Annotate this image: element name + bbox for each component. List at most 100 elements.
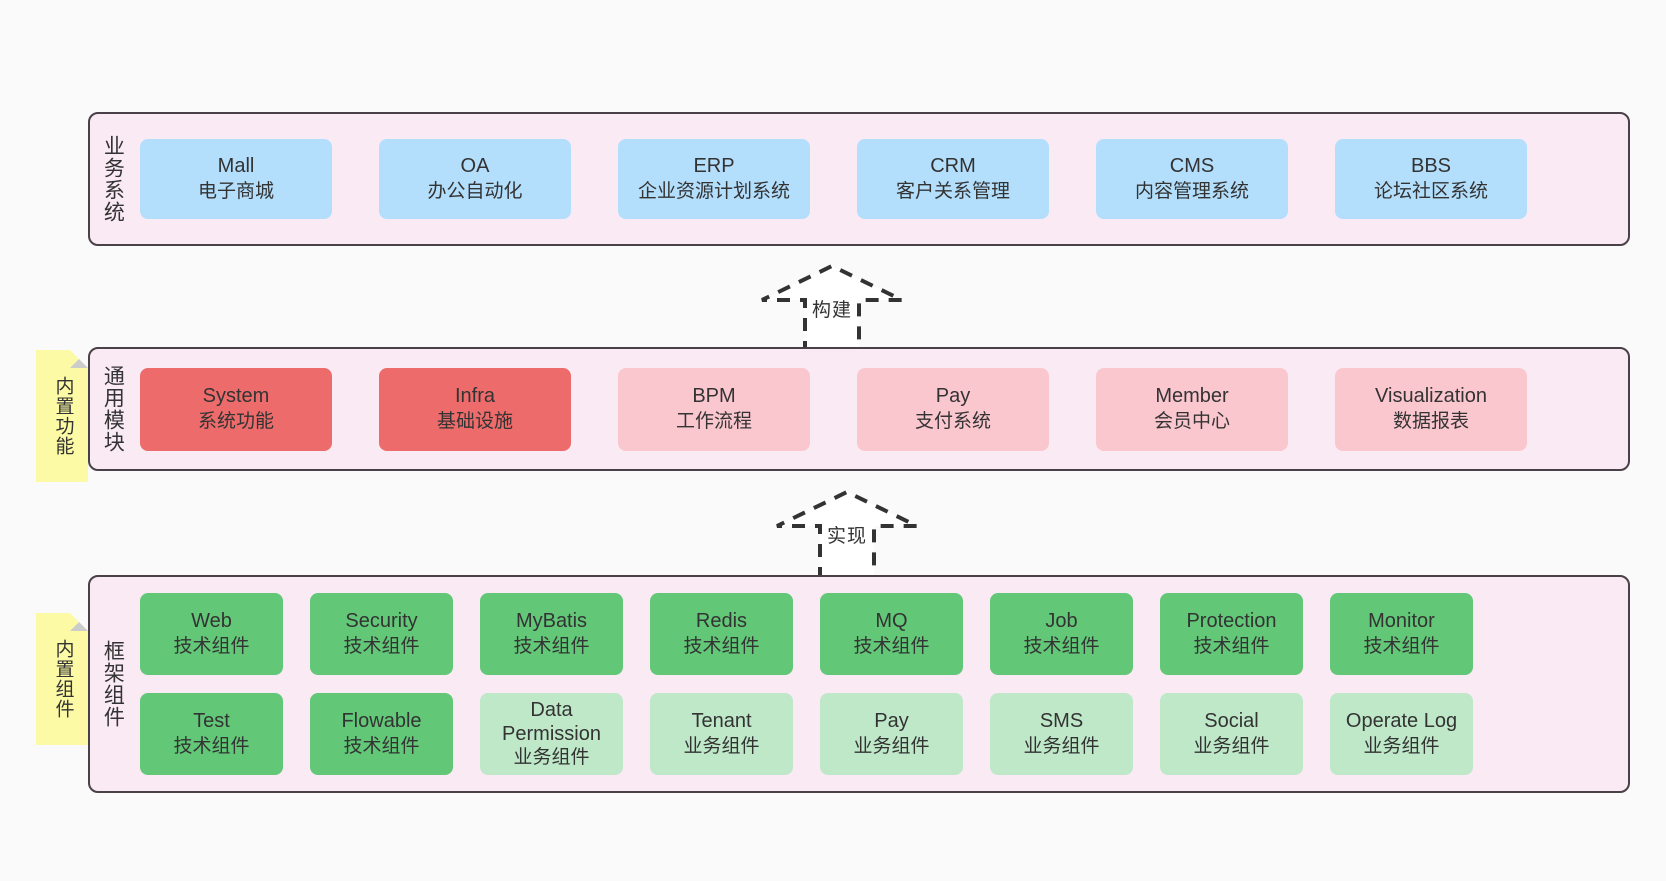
card-erp[interactable]: ERP 企业资源计划系统 — [618, 139, 810, 219]
card-title-en: System — [202, 385, 270, 408]
card-operate-log[interactable]: Operate Log 业务组件 — [1330, 693, 1473, 775]
card-title-cn: 工作流程 — [675, 410, 752, 432]
card-title-cn: 数据报表 — [1392, 410, 1469, 432]
arrow-build: 构建 — [757, 262, 907, 354]
card-pay[interactable]: Pay 支付系统 — [857, 367, 1049, 451]
card-title-cn: 技术组件 — [513, 635, 590, 657]
card-title-en: Mall — [217, 155, 255, 178]
card-security[interactable]: Security 技术组件 — [310, 593, 453, 675]
card-title-en: Member — [1155, 385, 1229, 408]
card-title-cn: 企业资源计划系统 — [637, 180, 790, 202]
card-title-en: CMS — [1169, 155, 1215, 178]
card-title-en: Operate Log — [1345, 710, 1458, 733]
card-title-cn: 基础设施 — [436, 410, 513, 432]
card-tenant[interactable]: Tenant 业务组件 — [650, 693, 793, 775]
card-row: System 系统功能 Infra 基础设施 BPM 工作流程 Pay 支付系统… — [140, 367, 1612, 451]
card-title-cn: 电子商城 — [197, 180, 274, 202]
card-title-cn: 支付系统 — [914, 410, 991, 432]
band-body-common-module: System 系统功能 Infra 基础设施 BPM 工作流程 Pay 支付系统… — [134, 349, 1628, 469]
card-title-cn: 内容管理系统 — [1134, 180, 1249, 202]
band-framework-component: 框架组件 Web 技术组件 Security 技术组件 MyBatis 技术组件… — [88, 575, 1630, 793]
card-sms[interactable]: SMS 业务组件 — [990, 693, 1133, 775]
card-title-cn: 技术组件 — [1363, 635, 1440, 657]
band-business-system: 业务系统 Mall 电子商城 OA 办公自动化 ERP 企业资源计划系统 CRM — [88, 112, 1630, 246]
card-mall[interactable]: Mall 电子商城 — [140, 139, 332, 219]
band-title-framework-component: 框架组件 — [101, 640, 125, 728]
card-title-cn: 业务组件 — [1023, 735, 1100, 757]
card-title-cn: 技术组件 — [1023, 635, 1100, 657]
card-social[interactable]: Social 业务组件 — [1160, 693, 1303, 775]
card-title-en: Test — [193, 710, 230, 733]
card-title-cn: 会员中心 — [1153, 410, 1230, 432]
card-title-cn: 业务组件 — [1363, 735, 1440, 757]
card-visualization[interactable]: Visualization 数据报表 — [1335, 367, 1527, 451]
card-system[interactable]: System 系统功能 — [140, 367, 332, 451]
card-title-en: Security — [345, 610, 418, 633]
card-title-en: Protection — [1186, 610, 1277, 633]
band-body-framework-component: Web 技术组件 Security 技术组件 MyBatis 技术组件 Redi… — [134, 577, 1628, 791]
note-builtin-components: 内置组件 — [36, 613, 88, 745]
card-job[interactable]: Job 技术组件 — [990, 593, 1133, 675]
card-title-en: OA — [460, 155, 490, 178]
card-title-cn: 技术组件 — [853, 635, 930, 657]
card-data-permission[interactable]: Data Permission 业务组件 — [480, 693, 623, 775]
card-title-en: Visualization — [1375, 385, 1487, 408]
card-bbs[interactable]: BBS 论坛社区系统 — [1335, 139, 1527, 219]
card-title-en: CRM — [930, 155, 976, 178]
card-redis[interactable]: Redis 技术组件 — [650, 593, 793, 675]
card-mybatis[interactable]: MyBatis 技术组件 — [480, 593, 623, 675]
arrow-implement: 实现 — [772, 488, 922, 580]
card-title-cn: 技术组件 — [343, 635, 420, 657]
card-row: Web 技术组件 Security 技术组件 MyBatis 技术组件 Redi… — [140, 593, 1612, 675]
card-title-cn: 系统功能 — [197, 410, 274, 432]
card-title-en: ERP — [693, 155, 735, 178]
card-row: Test 技术组件 Flowable 技术组件 Data Permission … — [140, 693, 1612, 775]
card-title-en: MQ — [875, 610, 908, 633]
card-oa[interactable]: OA 办公自动化 — [379, 139, 571, 219]
card-crm[interactable]: CRM 客户关系管理 — [857, 139, 1049, 219]
card-title-en: MyBatis — [515, 610, 588, 633]
card-flowable[interactable]: Flowable 技术组件 — [310, 693, 453, 775]
card-title-en: Pay — [935, 385, 971, 408]
note-fold-corner-icon — [70, 350, 88, 368]
note-fold-corner-icon — [70, 613, 88, 631]
card-row: Mall 电子商城 OA 办公自动化 ERP 企业资源计划系统 CRM 客户关系… — [140, 139, 1612, 219]
card-infra[interactable]: Infra 基础设施 — [379, 367, 571, 451]
card-bpm[interactable]: BPM 工作流程 — [618, 367, 810, 451]
card-title-cn: 技术组件 — [1193, 635, 1270, 657]
band-body-business-system: Mall 电子商城 OA 办公自动化 ERP 企业资源计划系统 CRM 客户关系… — [134, 114, 1628, 244]
card-title-en: Infra — [454, 385, 496, 408]
band-common-module: 通用模块 System 系统功能 Infra 基础设施 BPM 工作流程 Pay — [88, 347, 1630, 471]
card-web[interactable]: Web 技术组件 — [140, 593, 283, 675]
card-title-en: Flowable — [341, 710, 422, 733]
card-title-en: Redis — [695, 610, 748, 633]
card-title-en: Web — [191, 610, 232, 633]
card-title-cn: 技术组件 — [343, 735, 420, 757]
card-title-cn: 技术组件 — [173, 735, 250, 757]
card-title-en: SMS — [1039, 710, 1084, 733]
card-protection[interactable]: Protection 技术组件 — [1160, 593, 1303, 675]
card-title-cn: 技术组件 — [173, 635, 250, 657]
card-mq[interactable]: MQ 技术组件 — [820, 593, 963, 675]
card-title-en: BBS — [1410, 155, 1452, 178]
card-title-en: Job — [1045, 610, 1078, 633]
card-cms[interactable]: CMS 内容管理系统 — [1096, 139, 1288, 219]
band-title-common-module: 通用模块 — [101, 365, 125, 453]
card-test[interactable]: Test 技术组件 — [140, 693, 283, 775]
card-title-en: BPM — [692, 385, 736, 408]
card-pay-business[interactable]: Pay 业务组件 — [820, 693, 963, 775]
note-builtin-features: 内置功能 — [36, 350, 88, 482]
card-title-en: Data Permission — [502, 698, 601, 745]
card-monitor[interactable]: Monitor 技术组件 — [1330, 593, 1473, 675]
band-title-business-system: 业务系统 — [101, 135, 125, 223]
card-title-en: Pay — [874, 710, 909, 733]
card-title-en: Social — [1204, 710, 1259, 733]
note-label: 内置功能 — [52, 376, 74, 456]
card-member[interactable]: Member 会员中心 — [1096, 367, 1288, 451]
card-title-cn: 办公自动化 — [427, 180, 523, 202]
card-title-en: Tenant — [691, 710, 752, 733]
card-title-cn: 业务组件 — [1193, 735, 1270, 757]
note-label: 内置组件 — [52, 639, 74, 719]
card-title-cn: 业务组件 — [513, 746, 590, 768]
